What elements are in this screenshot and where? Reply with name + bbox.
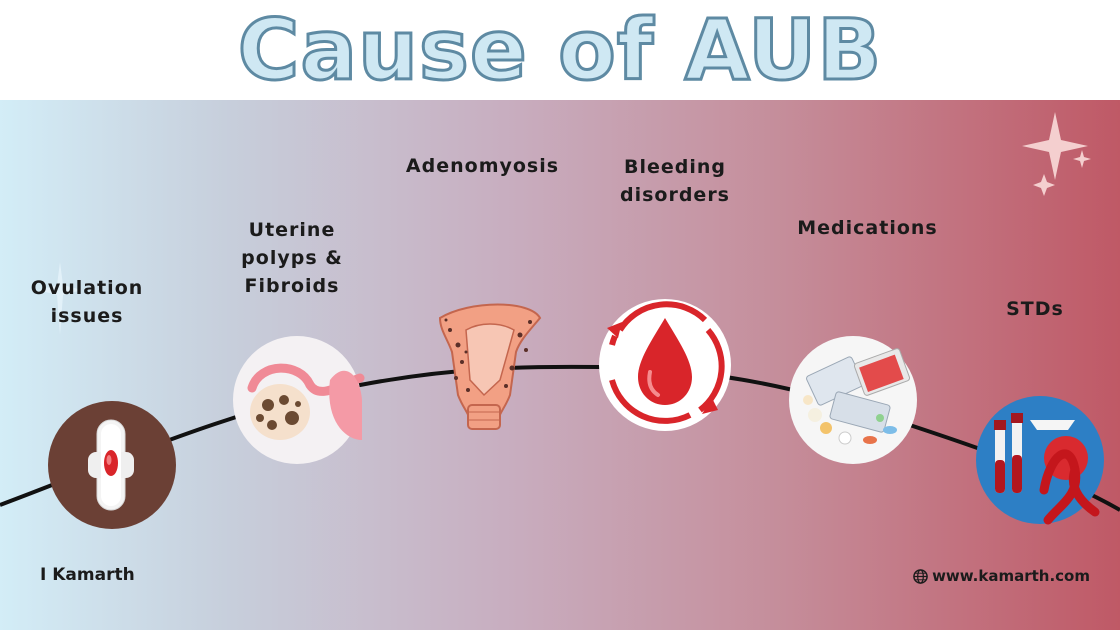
uterus-icon (438, 303, 542, 430)
pills-icon (803, 348, 911, 445)
node-stds (976, 396, 1104, 525)
cause-label-medications: Medications (797, 217, 938, 239)
node-bleeding (599, 299, 731, 431)
page-title: Cause of AUB (236, 1, 883, 100)
sparkle-icon (1022, 112, 1091, 196)
ovary-fibroid-icon (247, 363, 365, 440)
node-fibroids (233, 336, 365, 464)
node-medications (789, 336, 917, 464)
globe-icon (913, 568, 928, 584)
cause-label-ovulation: Ovulation issues (30, 277, 144, 327)
cause-label-stds: STDs (1006, 298, 1064, 320)
website-link[interactable]: www.kamarth.com (913, 567, 1090, 585)
node-ovulation (48, 401, 176, 529)
blood-drop-icon (607, 301, 725, 424)
header (0, 0, 1120, 100)
sparkle-faint-icon (38, 262, 82, 335)
website-text: www.kamarth.com (932, 567, 1090, 585)
node-adenomyosis (438, 303, 542, 430)
cause-label-fibroids: Uterine polyps & Fibroids (241, 219, 343, 297)
credit-text: I Kamarth (40, 565, 135, 585)
cause-label-bleeding: Bleeding disorders (619, 156, 730, 206)
test-tubes-ribbon-icon (994, 413, 1100, 525)
cause-label-adenomyosis: Adenomyosis (405, 155, 560, 177)
sanitary-pad-icon (88, 419, 134, 511)
